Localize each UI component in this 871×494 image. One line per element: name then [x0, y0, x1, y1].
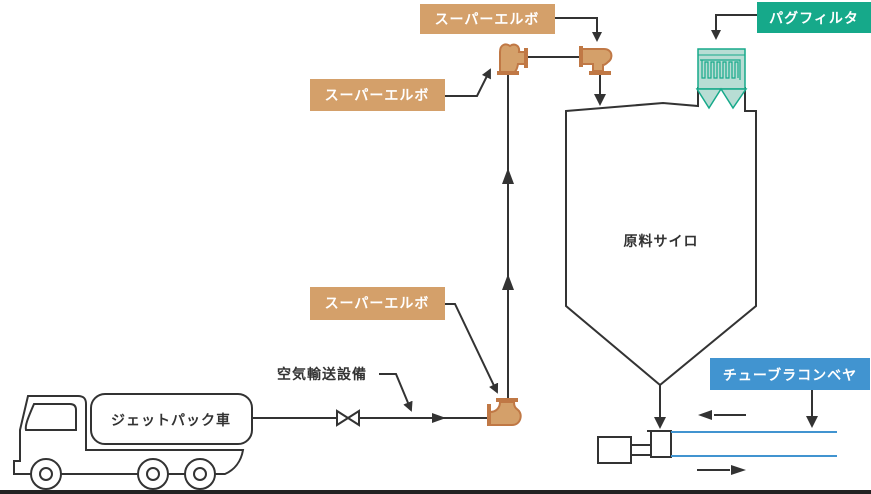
- bag-filter-label: パグフィルタ: [757, 2, 871, 33]
- flow-arrow-up-1: [502, 168, 514, 184]
- tubular-conveyor: [597, 410, 837, 475]
- ground-line: [0, 490, 871, 494]
- bag-filter: [695, 48, 748, 110]
- elbow-label-bottom: スーパーエルボ: [310, 287, 445, 320]
- truck-label: ジェットパック車: [111, 412, 231, 429]
- silo-label: 原料サイロ: [624, 233, 699, 250]
- raw-material-silo: [565, 87, 757, 387]
- valve-icon: [336, 409, 360, 427]
- conveyor-label: チューブラコンベヤ: [710, 358, 870, 390]
- return-direction-arrow: [698, 410, 712, 420]
- super-elbow-top: [579, 46, 613, 75]
- silo-outlet-arrow: [654, 417, 666, 429]
- jet-pack-truck: [13, 393, 253, 490]
- silo-inlet-arrow: [594, 94, 606, 106]
- conveyor-drive-box: [650, 430, 672, 458]
- leader-bag-filter: [711, 14, 757, 40]
- elbow-label-bottom-text: スーパーエルボ: [325, 296, 430, 312]
- leader-air-transport: [379, 373, 413, 412]
- air-transport-label: 空気輸送設備: [277, 366, 367, 383]
- flow-arrow-up-2: [502, 274, 514, 290]
- feed-flow-arrow: [432, 413, 446, 423]
- elbow-label-mid: スーパーエルボ: [310, 79, 445, 111]
- bag-filter-label-text: パグフィルタ: [769, 10, 859, 27]
- elbow-label-top-text: スーパーエルボ: [435, 12, 540, 28]
- leader-conveyor-arrow: [806, 416, 818, 428]
- elbow-label-mid-text: スーパーエルボ: [325, 88, 430, 104]
- super-elbow-mid: [497, 43, 528, 75]
- super-elbow-bottom: [487, 398, 522, 426]
- leader-elbow-top: [555, 17, 602, 42]
- leader-elbow-mid: [445, 68, 491, 97]
- conveyor-motor: [597, 436, 632, 464]
- feed-direction-arrow: [731, 465, 746, 475]
- leader-elbow-bottom: [445, 303, 499, 394]
- conveyor-label-text: チューブラコンベヤ: [723, 367, 857, 384]
- elbow-label-top: スーパーエルボ: [420, 4, 555, 34]
